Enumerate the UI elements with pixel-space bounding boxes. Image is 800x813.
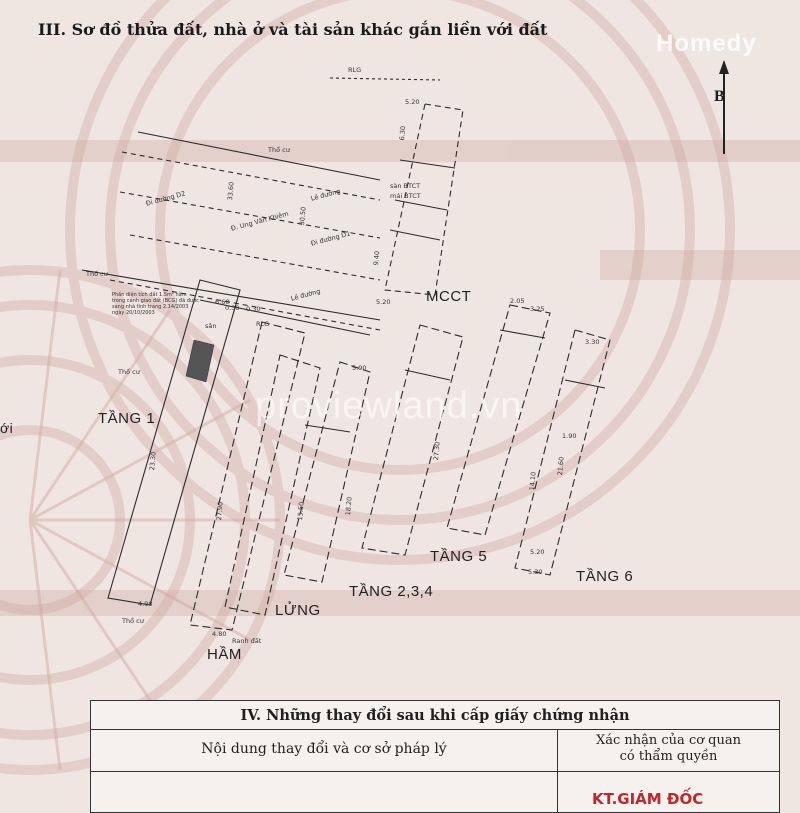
dim-label: 27.90	[215, 501, 225, 521]
table-column-divider	[557, 729, 558, 812]
dim-label: 4.90	[138, 600, 153, 608]
dim-label: 5.90	[352, 364, 367, 372]
dim-label: 21.60	[556, 456, 566, 476]
dim-label: 0.30	[246, 305, 261, 313]
ham-label: HẦM	[207, 646, 242, 663]
tho-cu-label-1: Thổ cư	[268, 146, 290, 154]
ranh-dat-label: Ranh đất	[232, 637, 262, 645]
dim-label: 2.05	[510, 297, 525, 305]
north-label: B	[714, 88, 725, 105]
rlg-top-label: RLG	[348, 66, 362, 74]
official-stamp-text: KT.GIÁM ĐỐC	[592, 790, 704, 808]
dim-label: 9.40	[372, 250, 382, 266]
dim-label: 23.30	[148, 451, 158, 471]
mcct-label: MCCT	[426, 288, 472, 305]
lung-label: LỬNG	[275, 602, 321, 619]
brand-watermark: Homedy	[656, 30, 757, 57]
column-header-confirmation: Xác nhận của cơ quan có thẩm quyền	[558, 733, 779, 765]
column-header-changes: Nội dung thay đổi và cơ sở pháp lý	[201, 741, 447, 757]
dim-label: 5.20	[376, 298, 391, 306]
partial-text: ới	[0, 420, 14, 436]
son-label: sân	[205, 322, 217, 330]
north-arrow-icon	[719, 60, 729, 154]
dim-label: 3.25	[530, 305, 545, 313]
section-title: III. Sơ đồ thửa đất, nhà ở và tài sản kh…	[38, 20, 548, 39]
tang234-label: TẦNG 2,3,4	[349, 583, 434, 600]
san-btct-label: sàn BTCT	[390, 182, 421, 190]
table-divider	[91, 729, 779, 730]
dim-label: 3.30	[585, 338, 600, 346]
tang6-label: TẦNG 6	[576, 568, 634, 585]
dim-label: 0.30	[225, 304, 240, 312]
table-divider	[91, 771, 779, 772]
dim-label: 30.50	[298, 206, 308, 226]
area-note: Phần diện tích đất 1,5m² nằm trong cảnh …	[112, 292, 199, 316]
tang1-label: TẦNG 1	[98, 410, 156, 427]
dim-label: 5.20	[530, 548, 545, 556]
dim-label: 14.10	[528, 471, 538, 491]
confirmation-line-2: có thẩm quyền	[619, 749, 718, 764]
dim-label: 5.30	[528, 568, 543, 576]
dim-label: 4.80	[212, 630, 227, 638]
dim-label: 6.30	[398, 125, 408, 141]
dim-label: 27.30	[432, 441, 442, 461]
site-plan-drawing	[81, 77, 611, 631]
tho-cu-label-2: Thổ cư	[86, 270, 108, 278]
dim-label: 1.90	[562, 432, 577, 440]
site-watermark: proviewland.vn	[255, 385, 523, 427]
mai-btct-label: mái BTCT	[390, 192, 421, 200]
changes-table: IV. Những thay đổi sau khi cấp giấy chứn…	[90, 700, 780, 813]
rlg-mid-label: RLG	[256, 320, 270, 328]
dim-label: 18.20	[344, 496, 354, 516]
dim-label: 15.50	[296, 501, 306, 521]
tang5-label: TẦNG 5	[430, 548, 488, 565]
dim-label: 5.20	[405, 98, 420, 106]
tho-cu-label-4: Thổ cư	[122, 617, 144, 625]
table-title: IV. Những thay đổi sau khi cấp giấy chứn…	[240, 707, 630, 724]
confirmation-line-1: Xác nhận của cơ quan	[595, 733, 741, 748]
dim-label: 6.60	[215, 298, 230, 306]
dim-label: 33.60	[226, 181, 236, 201]
tho-cu-label-3: Thổ cư	[118, 368, 140, 376]
